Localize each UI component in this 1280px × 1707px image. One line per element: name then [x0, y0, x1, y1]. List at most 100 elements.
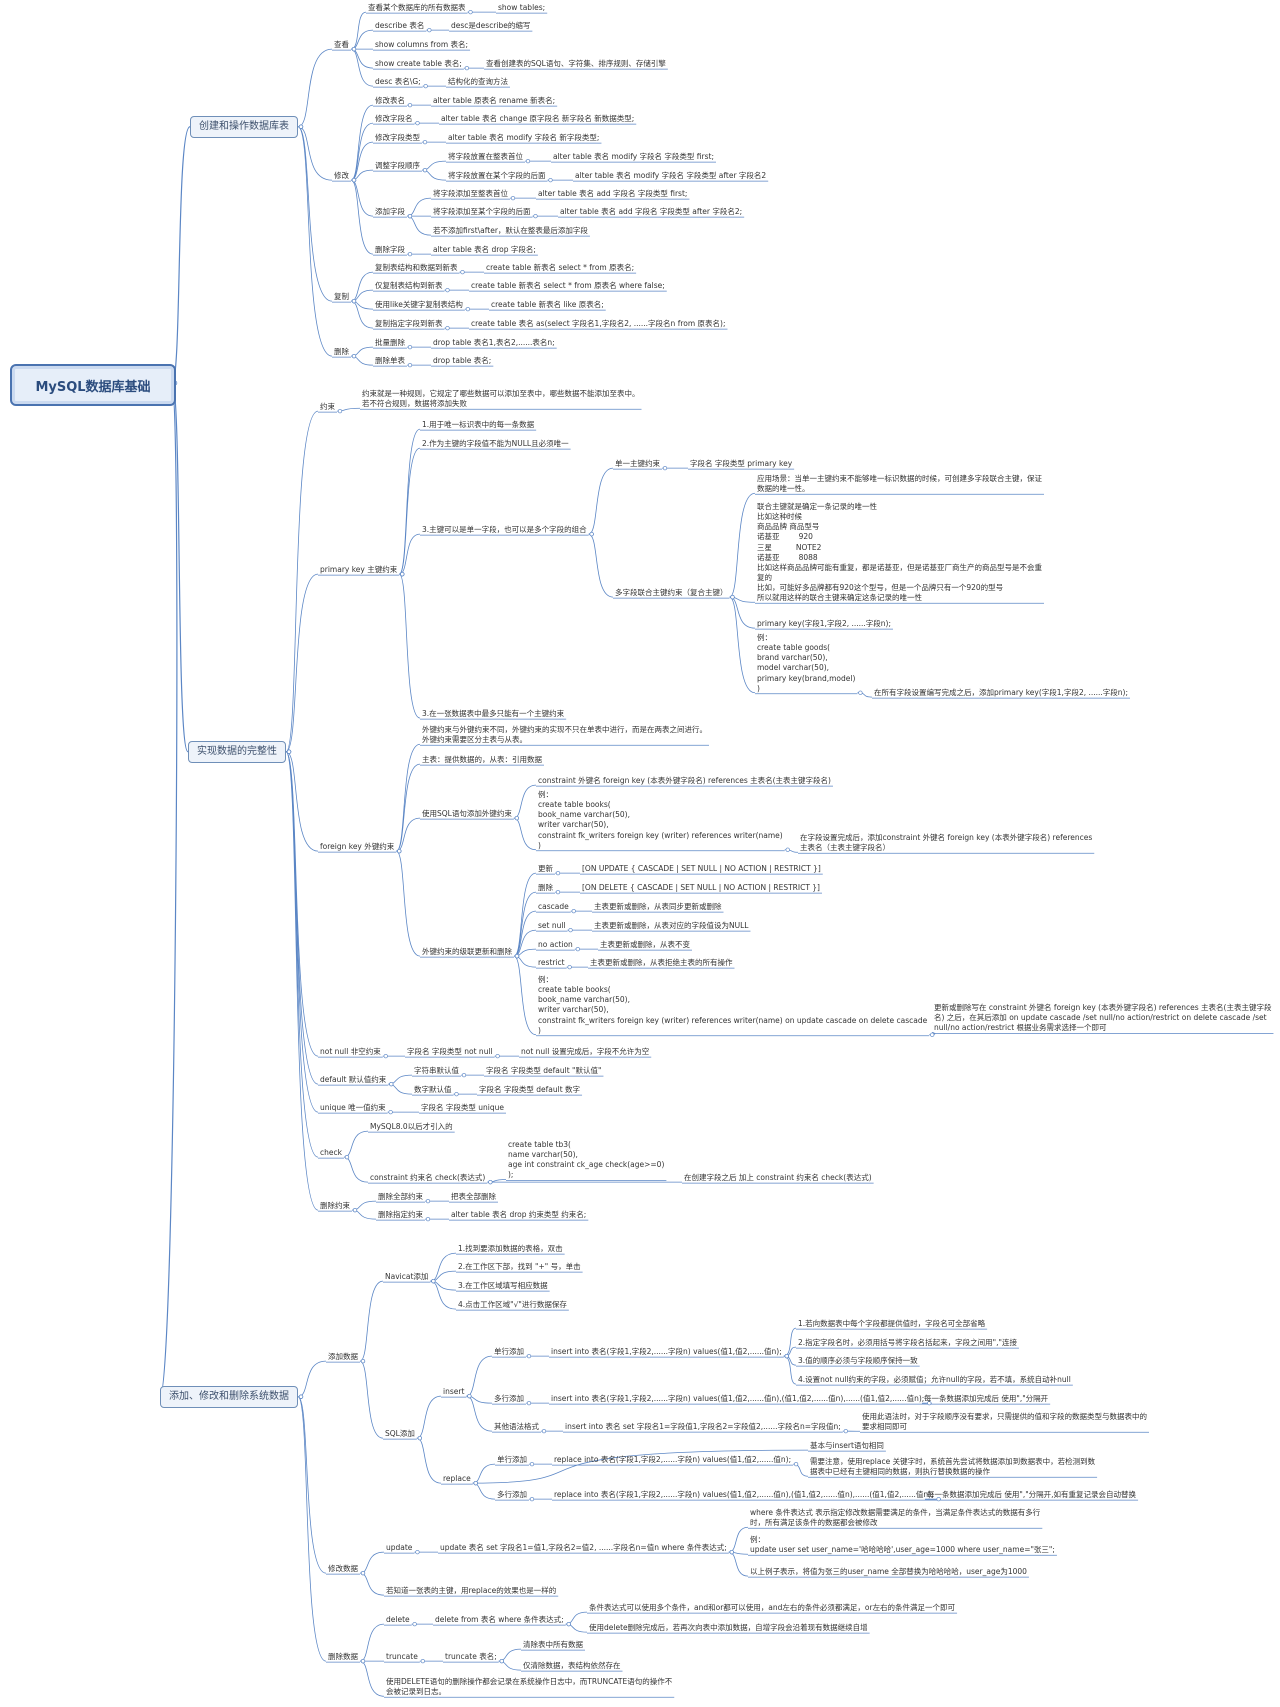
topic-node[interactable]: constraint 外键名 foreign key (本表外键字段名) ref… — [538, 776, 831, 785]
topic-node[interactable]: 条件表达式可以使用多个条件，and和or都可以使用，and左右的条件必须都满足，… — [589, 1603, 956, 1612]
topic-node[interactable]: 1.若向数据表中每个字段都提供值时，字段名可全部省略 — [798, 1319, 986, 1328]
topic-node[interactable]: 数字默认值 — [414, 1085, 452, 1094]
topic-node[interactable]: alter table 表名 drop 字段名; — [433, 245, 536, 254]
topic-node[interactable]: 仅清除数据，表结构依然存在 — [523, 1661, 621, 1670]
topic-node[interactable]: drop table 表名1,表名2,......表名n; — [433, 338, 555, 347]
topic-node[interactable]: alter table 表名 change 原字段名 新字段名 新数据类型; — [441, 114, 635, 123]
topic-node[interactable]: 主表更新或删除，从表不变 — [600, 940, 690, 949]
topic-node[interactable]: 3.在工作区域填写相应数据 — [458, 1281, 548, 1290]
topic-node[interactable]: truncate — [386, 1652, 418, 1661]
topic-node[interactable]: create table 新表名 select * from 原表名; — [486, 263, 635, 272]
topic-node[interactable]: 多字段联合主键约束（复合主键） — [615, 588, 728, 597]
topic-node[interactable]: 更新或删除写在 constraint 外键名 foreign key (本表外键… — [934, 1003, 1272, 1033]
topic-node[interactable]: delete from 表名 where 条件表达式; — [435, 1615, 564, 1624]
branch-b2[interactable]: 实现数据的完整性 — [188, 741, 286, 763]
topic-node[interactable]: 复制指定字段到新表 — [375, 319, 443, 328]
topic-node[interactable]: where 条件表达式 表示指定修改数据需要满足的条件，当满足条件表达式的数据有… — [750, 1508, 1041, 1528]
topic-node[interactable]: 查看某个数据库的所有数据表 — [368, 3, 466, 12]
topic-node[interactable]: create table 新表名 like 原表名; — [491, 300, 604, 309]
topic-node[interactable]: 修改数据 — [328, 1564, 358, 1573]
topic-node[interactable]: alter table 表名 add 字段名 字段类型 after 字段名2; — [560, 207, 743, 216]
topic-node[interactable]: 添加数据 — [328, 1352, 358, 1361]
topic-node[interactable]: replace into 表名(字段1,字段2,......字段n) value… — [554, 1455, 792, 1464]
topic-node[interactable]: 在所有字段设置编写完成之后，添加primary key(字段1,字段2, ...… — [874, 688, 1128, 697]
topic-node[interactable]: 使用DELETE语句的删除操作都会记录在系统操作日志中，而TRUNCATE语句的… — [386, 1677, 673, 1697]
topic-node[interactable]: show tables; — [498, 3, 546, 12]
topic-node[interactable]: restrict — [538, 958, 565, 967]
topic-node[interactable]: drop table 表名; — [433, 356, 492, 365]
topic-node[interactable]: insert into 表名(字段1,字段2,......字段n) values… — [551, 1347, 782, 1356]
topic-node[interactable]: 2.在工作区下部，找到 "+" 号，单击 — [458, 1262, 581, 1271]
topic-node[interactable]: 删除指定约束 — [378, 1210, 423, 1219]
topic-node[interactable]: default 默认值约束 — [320, 1075, 387, 1084]
topic-node[interactable]: 查看创建表的SQL语句、字符集、排序规则、存储引擎 — [486, 59, 666, 68]
topic-node[interactable]: alter table 原表名 rename 新表名; — [433, 96, 556, 105]
topic-node[interactable]: 主表更新或删除，从表对应的字段值设为NULL — [594, 921, 749, 930]
topic-node[interactable]: 仅复制表结构到新表 — [375, 281, 443, 290]
topic-node[interactable]: delete — [386, 1615, 410, 1624]
topic-node[interactable]: 删除单表 — [375, 356, 405, 365]
topic-node[interactable]: 多行添加 — [494, 1394, 524, 1403]
topic-node[interactable]: 调整字段顺序 — [375, 161, 420, 170]
topic-node[interactable]: 将字段添加至整表首位 — [433, 189, 508, 198]
topic-node[interactable]: 2.指定字段名时，必须用括号将字段名括起来，字段之间用","连接 — [798, 1338, 1017, 1347]
topic-node[interactable]: 字符串默认值 — [414, 1066, 459, 1075]
topic-node[interactable]: 其他语法格式 — [494, 1422, 539, 1431]
topic-node[interactable]: truncate 表名; — [445, 1652, 497, 1661]
topic-node[interactable]: 多行添加 — [497, 1490, 527, 1499]
topic-node[interactable]: 复制表结构和数据到新表 — [375, 263, 458, 272]
topic-node[interactable]: 基本与insert语句相同 — [810, 1441, 884, 1450]
topic-node[interactable]: [ON DELETE { CASCADE | SET NULL | NO ACT… — [582, 883, 820, 892]
topic-node[interactable]: 以上例子表示，将值为张三的user_name 全部替换为哈哈哈哈，user_ag… — [750, 1567, 1027, 1576]
topic-node[interactable]: 删除 — [538, 883, 553, 892]
topic-node[interactable]: no action — [538, 940, 573, 949]
branch-b3[interactable]: 添加、修改和删除系统数据 — [160, 1386, 298, 1408]
topic-node[interactable]: 使用此语法时，对于字段顺序没有要求，只需提供的值和字段的数据类型与数据表中的 要… — [862, 1412, 1147, 1432]
topic-node[interactable]: 字段名 字段类型 primary key — [690, 459, 793, 468]
topic-node[interactable]: 删除字段 — [375, 245, 405, 254]
topic-node[interactable]: describe 表名 — [375, 21, 425, 30]
topic-node[interactable]: 把表全部删除 — [451, 1192, 496, 1201]
topic-node[interactable]: alter table 表名 modify 字段名 字段类型 after 字段名… — [575, 171, 767, 180]
topic-node[interactable]: 3.值的顺序必须与字段顺序保持一致 — [798, 1356, 918, 1365]
topic-node[interactable]: 将字段放置在整表首位 — [448, 152, 523, 161]
topic-node[interactable]: replace — [443, 1474, 471, 1483]
topic-node[interactable]: not null 设置完成后，字段不允许为空 — [521, 1047, 650, 1056]
topic-node[interactable]: 查看 — [334, 40, 349, 49]
topic-node[interactable]: primary key(字段1,字段2, ......字段n); — [757, 619, 891, 628]
topic-node[interactable]: replace into 表名(字段1,字段2,......字段n) value… — [554, 1490, 934, 1499]
topic-node[interactable]: 若不添加first\after，默认在整表最后添加字段 — [433, 226, 588, 235]
topic-node[interactable]: 应用场景：当单一主键约束不能够唯一标识数据的时候，可创建多字段联合主键，保证 数… — [757, 474, 1042, 494]
root-node[interactable]: MySQL数据库基础 — [10, 364, 176, 406]
topic-node[interactable]: 外键约束与外键约束不同，外键约束的实现不只在单表中进行，而是在两表之间进行。 外… — [422, 725, 707, 745]
topic-node[interactable]: 每一条数据添加完成后 使用","分隔开 — [924, 1394, 1049, 1403]
topic-node[interactable]: 主表更新或删除，从表拒绝主表的所有操作 — [590, 958, 733, 967]
topic-node[interactable]: show columns from 表名; — [375, 40, 469, 49]
topic-node[interactable]: foreign key 外键约束 — [320, 842, 395, 851]
topic-node[interactable]: 修改字段类型 — [375, 133, 420, 142]
topic-node[interactable]: alter table 表名 modify 字段名 新字段类型; — [448, 133, 600, 142]
topic-node[interactable]: 例： create table books( book_name varchar… — [538, 790, 783, 850]
topic-node[interactable]: 修改表名 — [375, 96, 405, 105]
topic-node[interactable]: [ON UPDATE { CASCADE | SET NULL | NO ACT… — [582, 864, 821, 873]
topic-node[interactable]: alter table 表名 modify 字段名 字段类型 first; — [553, 152, 714, 161]
topic-node[interactable]: 批量删除 — [375, 338, 405, 347]
topic-node[interactable]: show create table 表名; — [375, 59, 462, 68]
topic-node[interactable]: 单一主键约束 — [615, 459, 660, 468]
topic-node[interactable]: 将字段放置在某个字段的后面 — [448, 171, 546, 180]
topic-node[interactable]: SQL添加 — [385, 1429, 415, 1438]
topic-node[interactable]: 若知道一张表的主键，用replace的效果也是一样的 — [386, 1586, 557, 1595]
topic-node[interactable]: 使用like关键字复制表结构 — [375, 300, 463, 309]
topic-node[interactable]: 将字段添加至某个字段的后面 — [433, 207, 531, 216]
topic-node[interactable]: insert into 表名(字段1,字段2,......字段n) values… — [551, 1394, 925, 1403]
topic-node[interactable]: desc 表名\G; — [375, 77, 421, 86]
topic-node[interactable]: 修改 — [334, 171, 349, 180]
topic-node[interactable]: 结构化的查询方法 — [448, 77, 508, 86]
topic-node[interactable]: desc是describe的缩写 — [451, 21, 531, 30]
topic-node[interactable]: 删除数据 — [328, 1652, 358, 1661]
topic-node[interactable]: check — [320, 1148, 342, 1157]
topic-node[interactable]: 需要注意，使用replace 关键字时，系统首先尝试将数据添加到数据表中，若检测… — [810, 1457, 1096, 1477]
topic-node[interactable]: MySQL8.0以后才引入的 — [370, 1122, 453, 1131]
topic-node[interactable]: 3.主键可以是单一字段，也可以是多个字段的组合 — [422, 525, 587, 534]
topic-node[interactable]: 更新 — [538, 864, 553, 873]
